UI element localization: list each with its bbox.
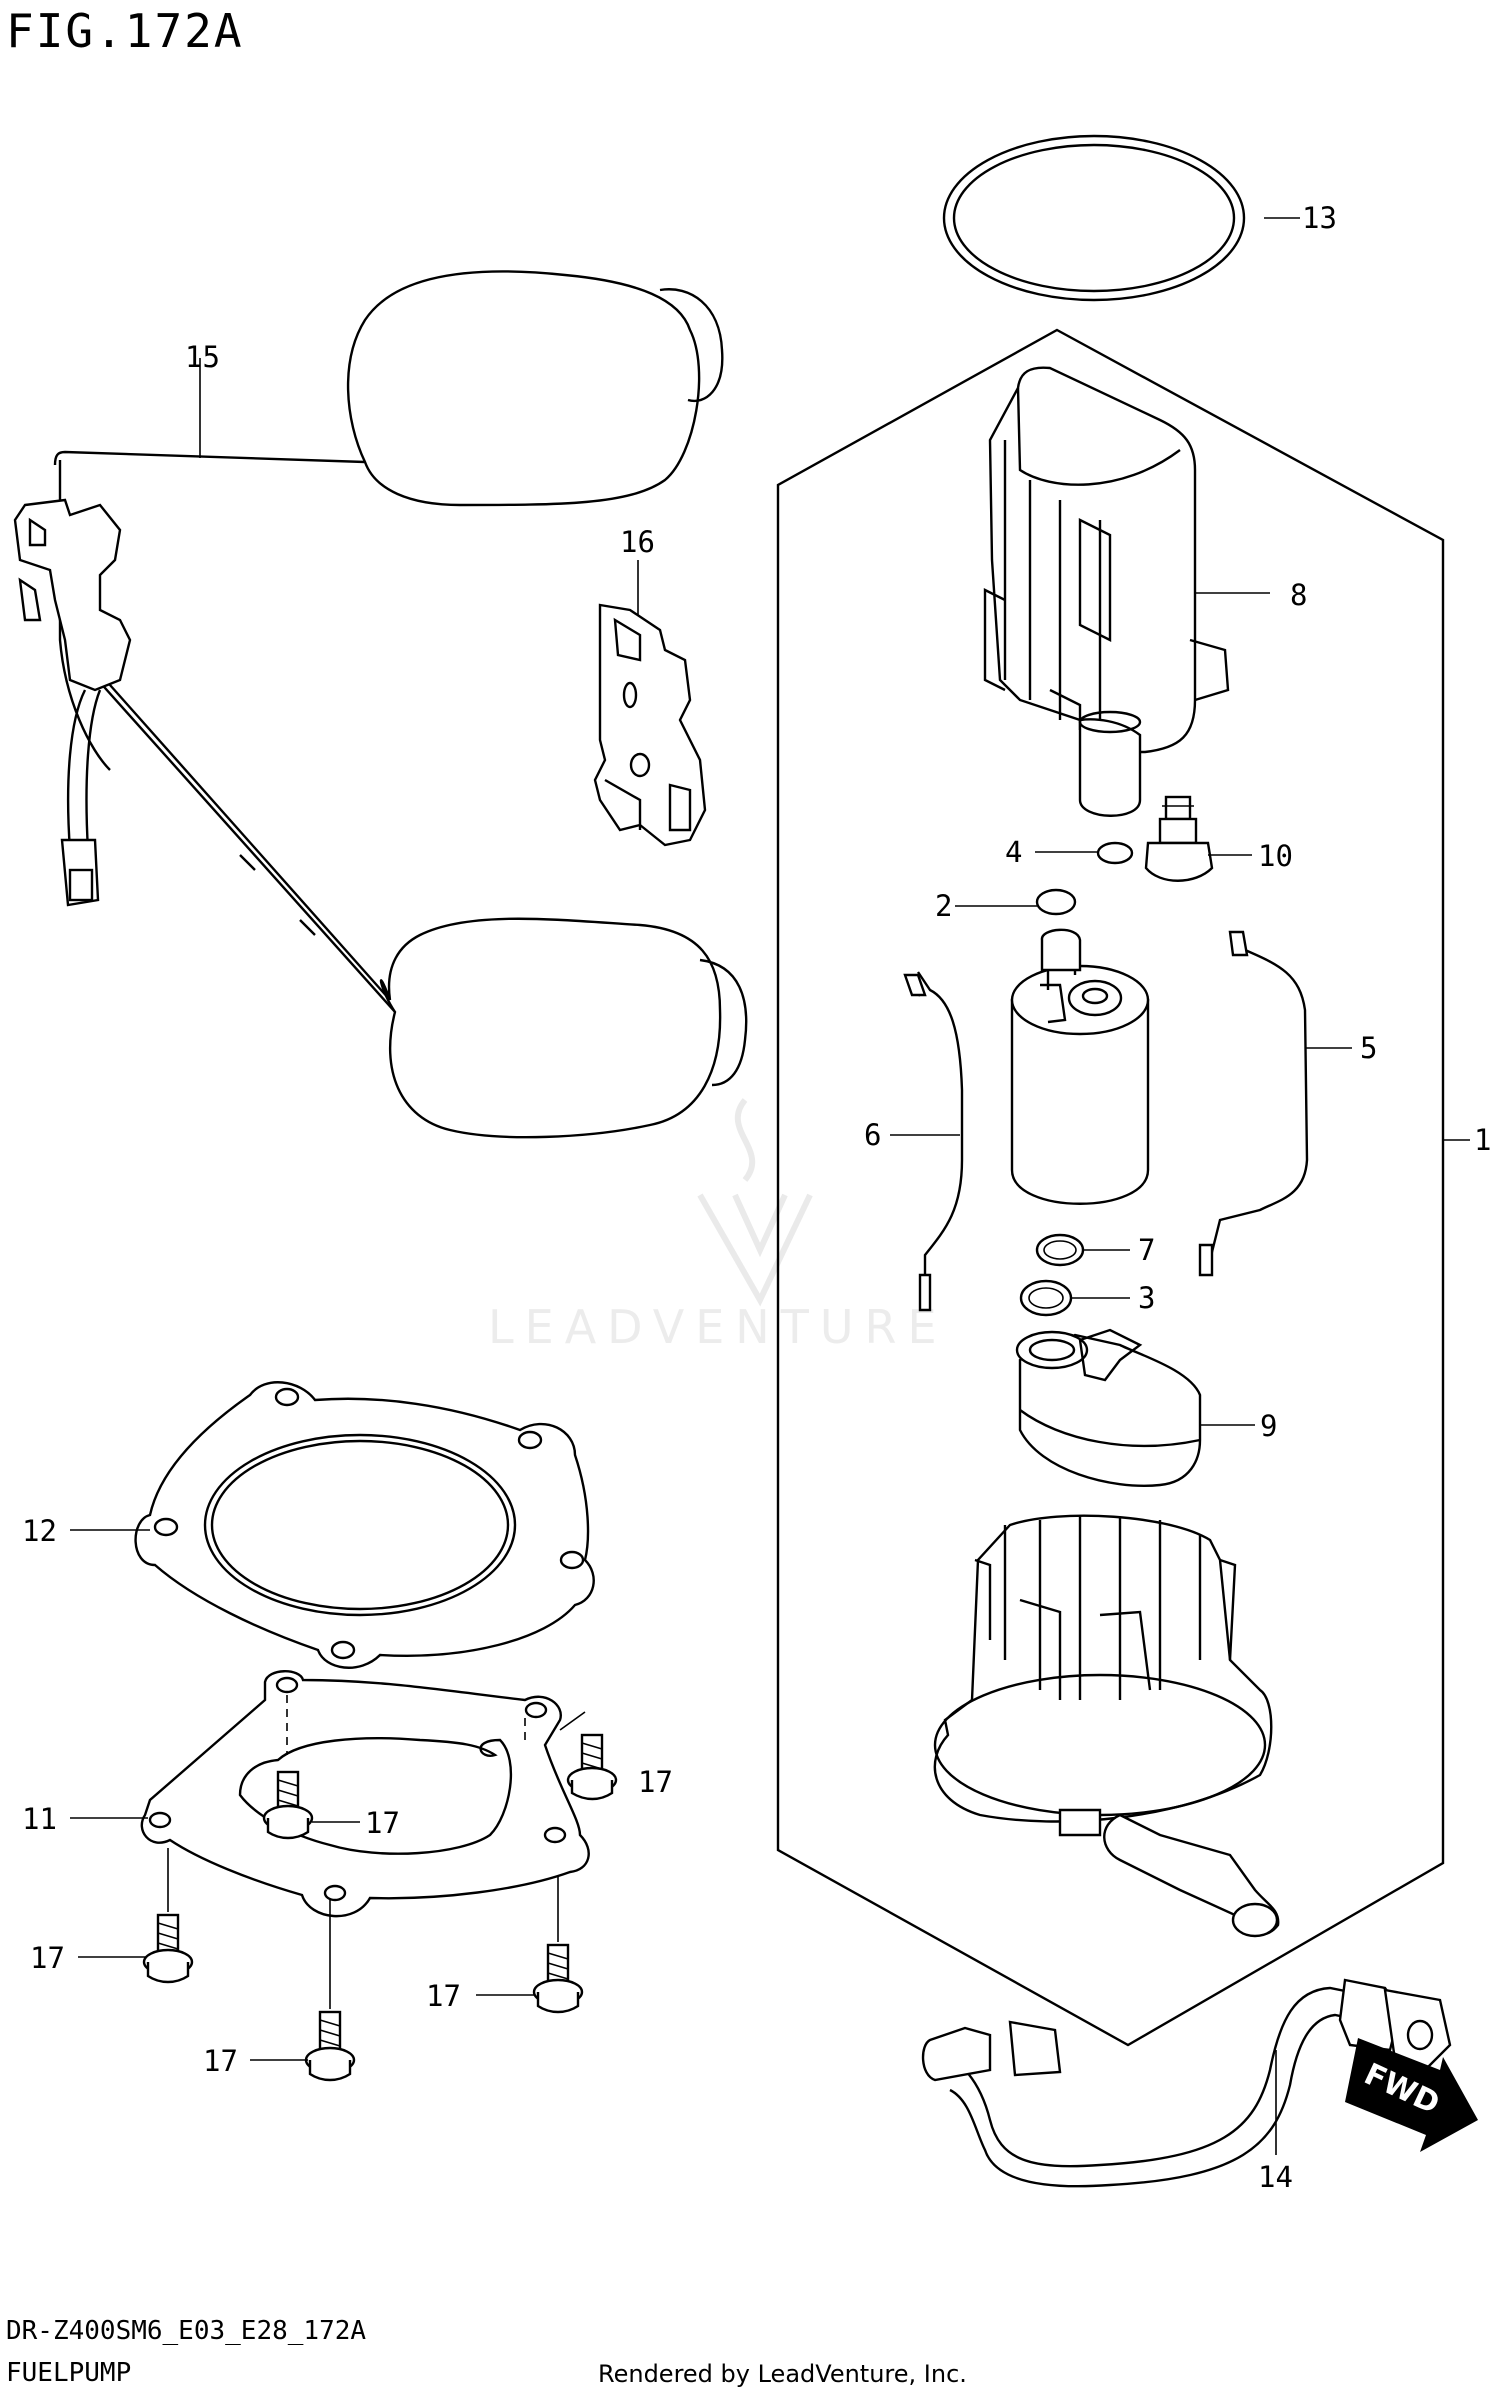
watermark-logo — [697, 1098, 813, 1307]
part-4-o-ring — [1096, 841, 1134, 865]
part-17-bolt-d — [532, 1943, 584, 2014]
part-2-o-ring — [1035, 888, 1077, 916]
callout-6: 6 — [864, 1118, 881, 1152]
section-name: FUELPUMP — [6, 2358, 132, 2388]
callout-9: 9 — [1260, 1409, 1277, 1443]
model-code: DR-Z400SM6_E03_E28_172A — [6, 2316, 367, 2346]
part-15-fuel-level-gauge — [13, 270, 748, 1139]
figure-title: FIG.172A — [6, 4, 244, 58]
callout-13: 13 — [1302, 201, 1337, 235]
part-12-gasket — [134, 1381, 595, 1669]
callout-1: 1 — [1474, 1123, 1491, 1157]
callout-17-c: 17 — [30, 1941, 65, 1975]
pump-base — [933, 1514, 1280, 1938]
callout-17-b: 17 — [638, 1765, 673, 1799]
part-17-bolt-e — [304, 2010, 356, 2082]
callout-17-a: 17 — [365, 1806, 400, 1840]
part-16-bracket — [593, 603, 707, 847]
assembly-outline — [776, 328, 1445, 2047]
fuel-pump-motor — [1010, 928, 1150, 1205]
watermark-text: LEADVENTURE — [488, 1300, 948, 1354]
callout-10: 10 — [1258, 839, 1293, 873]
fwd-direction-badge: FWD — [1345, 2038, 1478, 2152]
part-10-pressure-regulator — [1144, 795, 1214, 882]
part-17-bolt-b — [566, 1733, 618, 1801]
part-17-bolt-a — [262, 1770, 314, 1840]
callout-15: 15 — [185, 340, 220, 374]
callout-4: 4 — [1005, 835, 1022, 869]
callout-2: 2 — [935, 889, 952, 923]
callout-leaders — [70, 217, 1470, 2155]
part-6-lead-wire — [903, 971, 964, 1312]
part-13-o-ring — [942, 134, 1246, 302]
part-14-fuel-hose — [921, 1978, 1452, 2188]
part-17-bolt-c — [142, 1913, 194, 1984]
callout-14: 14 — [1258, 2160, 1293, 2194]
callout-12: 12 — [22, 1514, 57, 1548]
callout-17-e: 17 — [203, 2044, 238, 2078]
part-7-o-ring-inner — [1043, 1240, 1077, 1260]
render-credit: Rendered by LeadVenture, Inc. — [598, 2360, 967, 2388]
part-5-lead-wire — [1198, 930, 1309, 1277]
callout-16: 16 — [620, 525, 655, 559]
callout-11: 11 — [22, 1802, 57, 1836]
callout-7: 7 — [1138, 1233, 1155, 1267]
callout-8: 8 — [1290, 578, 1307, 612]
part-8-filter-case — [983, 366, 1230, 817]
part-11-plate — [140, 1670, 590, 1918]
callout-17-d: 17 — [426, 1979, 461, 2013]
callout-5: 5 — [1360, 1031, 1377, 1065]
part-3-o-ring-inner — [1028, 1287, 1064, 1309]
callout-3: 3 — [1138, 1281, 1155, 1315]
part-9-pump-holder — [1015, 1328, 1202, 1487]
callout-labels: 13 8 4 10 2 5 6 1 7 3 9 15 16 12 11 17 1… — [22, 201, 1491, 2194]
